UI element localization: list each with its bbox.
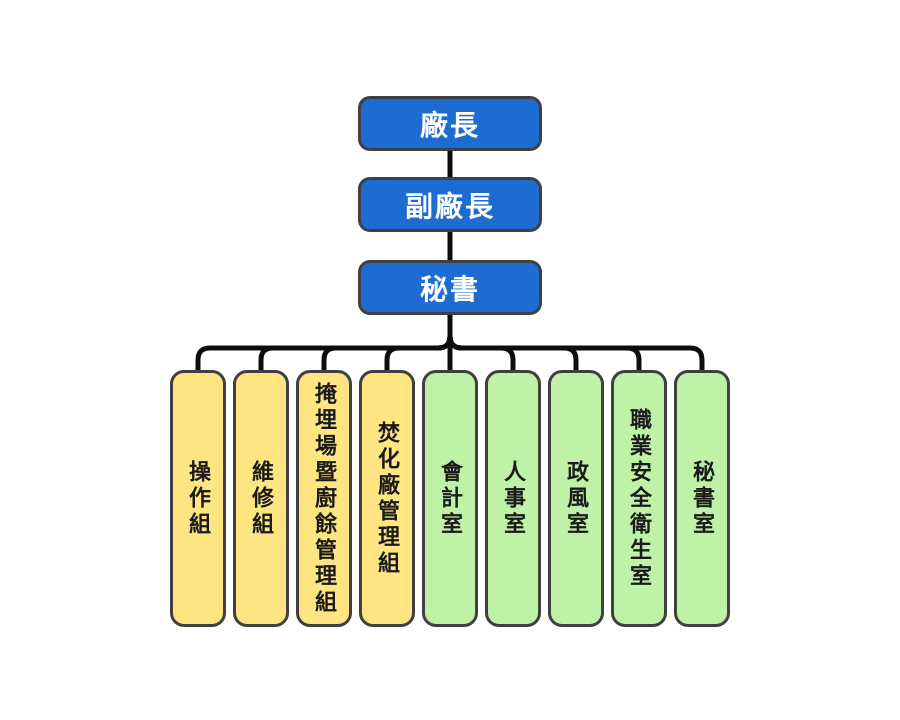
office-accounting: 會計室 — [422, 370, 478, 627]
dept-incineration-plant-management-label: 焚化廠管理組 — [375, 420, 400, 577]
dept-landfill-foodwaste-management-label: 掩埋場暨廚餘管理組 — [312, 381, 337, 616]
connector-branch-4 — [384, 315, 453, 371]
dept-operations-label: 操作組 — [186, 459, 211, 538]
office-personnel-label: 人事室 — [501, 459, 526, 538]
office-accounting-label: 會計室 — [438, 459, 463, 538]
node-secretary: 秘書 — [358, 260, 542, 315]
connector-branch-2 — [258, 315, 453, 371]
dept-incineration-plant-management: 焚化廠管理組 — [359, 370, 415, 627]
office-occupational-safety-health-label: 職業安全衛生室 — [627, 407, 652, 590]
node-plant-director-label: 廠長 — [419, 109, 480, 141]
dept-maintenance: 維修組 — [233, 370, 289, 627]
office-personnel: 人事室 — [485, 370, 541, 627]
office-civil-ethics: 政風室 — [548, 370, 604, 627]
office-occupational-safety-health: 職業安全衛生室 — [611, 370, 667, 627]
dept-landfill-foodwaste-management: 掩埋場暨廚餘管理組 — [296, 370, 352, 627]
office-secretariat: 秘書室 — [674, 370, 730, 627]
node-plant-director: 廠長 — [358, 96, 542, 151]
office-secretariat-label: 秘書室 — [690, 459, 715, 538]
node-secretary-label: 秘書 — [419, 273, 480, 305]
connector-branch-6 — [447, 315, 516, 371]
dept-maintenance-label: 維修組 — [249, 459, 274, 538]
node-deputy-plant-director: 副廠長 — [358, 177, 542, 232]
dept-operations: 操作組 — [170, 370, 226, 627]
node-deputy-plant-director-label: 副廠長 — [404, 190, 495, 222]
connector-branch-8 — [447, 315, 642, 371]
office-civil-ethics-label: 政風室 — [564, 459, 589, 538]
connector-branch-9 — [447, 315, 705, 371]
